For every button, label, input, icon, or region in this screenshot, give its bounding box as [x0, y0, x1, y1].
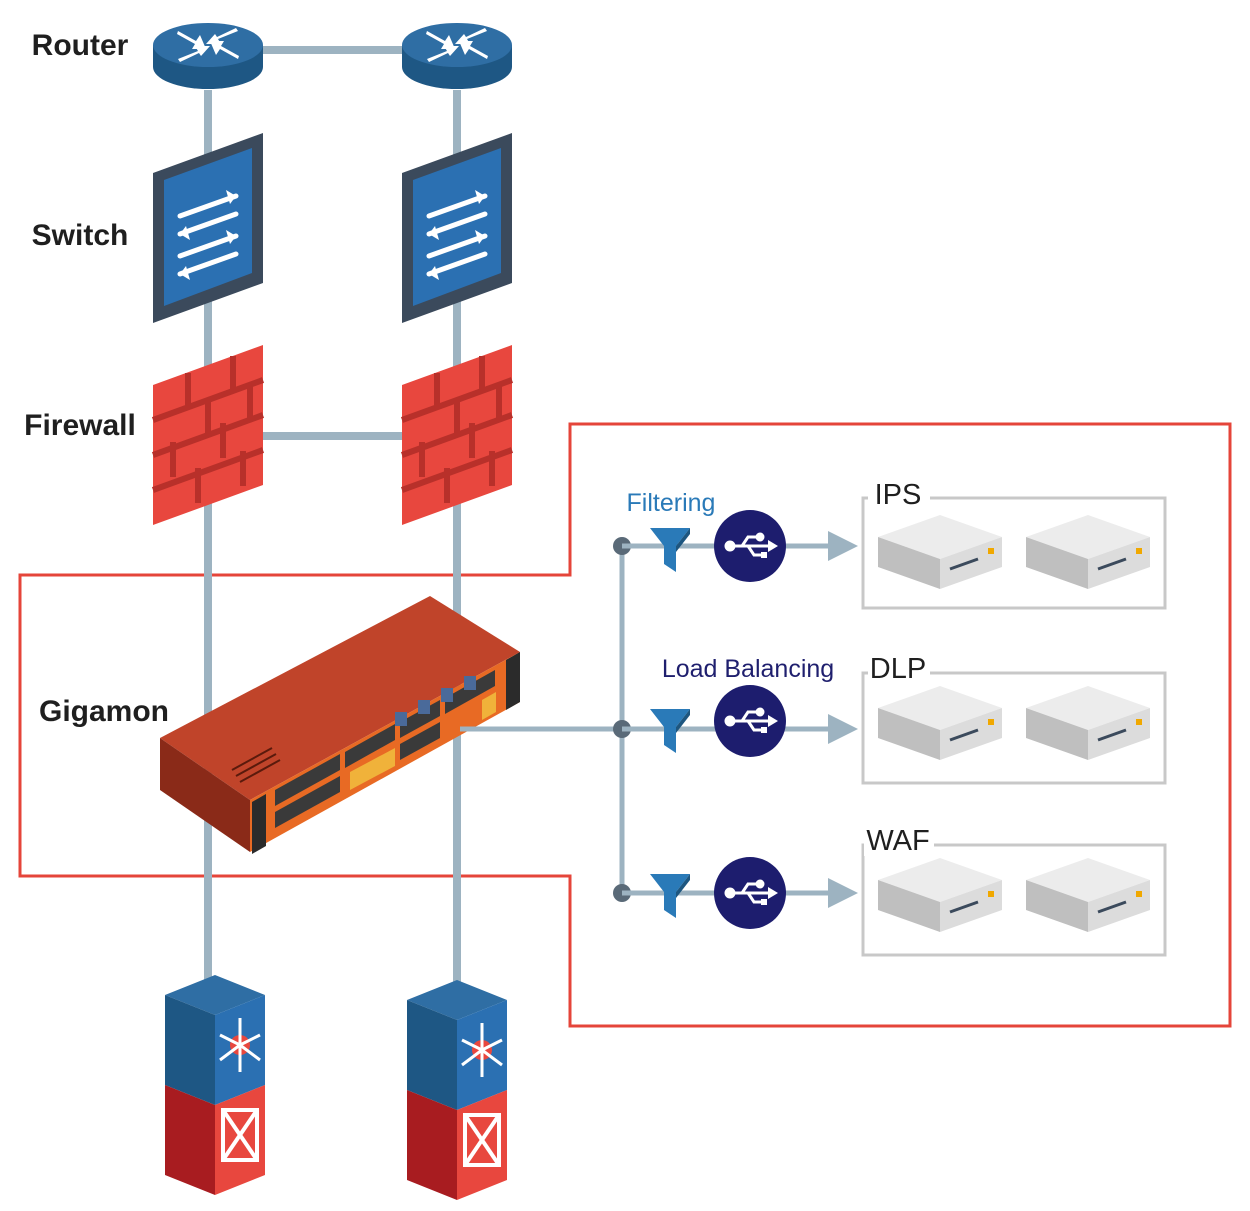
- load-balancing-label: Load Balancing: [662, 655, 834, 683]
- dlp-group-box: [861, 671, 1167, 785]
- dlp-label: DLP: [870, 653, 926, 685]
- ips-label: IPS: [875, 479, 922, 511]
- filtering-label: Filtering: [627, 489, 716, 517]
- dlp-appliance-icon: [876, 684, 1004, 762]
- usb-icon: [712, 508, 788, 584]
- switch-right-icon: [402, 133, 512, 323]
- core-switch-right-icon: [405, 978, 509, 1202]
- filter-funnel-icon: [650, 528, 690, 572]
- waf-appliance-icon: [1024, 856, 1152, 934]
- filter-funnel-icon: [650, 874, 690, 918]
- usb-icon: [712, 855, 788, 931]
- firewall-left-icon: [153, 345, 263, 525]
- waf-group-box: [861, 843, 1167, 957]
- firewall-label: Firewall: [24, 409, 136, 442]
- firewall-right-icon: [402, 345, 512, 525]
- ips-group-box: [861, 496, 1167, 610]
- usb-icon: [712, 683, 788, 759]
- core-switch-left-icon: [163, 973, 267, 1197]
- router-left-icon: [153, 23, 263, 89]
- router-label: Router: [32, 29, 129, 62]
- switch-label: Switch: [32, 219, 129, 252]
- gigamon-highlight-border: [18, 422, 1232, 1028]
- waf-label: WAF: [866, 825, 929, 857]
- gigamon-label: Gigamon: [39, 695, 169, 728]
- gigamon-device-icon: [160, 596, 520, 854]
- router-right-icon: [402, 23, 512, 89]
- waf-appliance-icon: [876, 856, 1004, 934]
- dlp-appliance-icon: [1024, 684, 1152, 762]
- ips-appliance-icon: [1024, 513, 1152, 591]
- ips-appliance-icon: [876, 513, 1004, 591]
- switch-left-icon: [153, 133, 263, 323]
